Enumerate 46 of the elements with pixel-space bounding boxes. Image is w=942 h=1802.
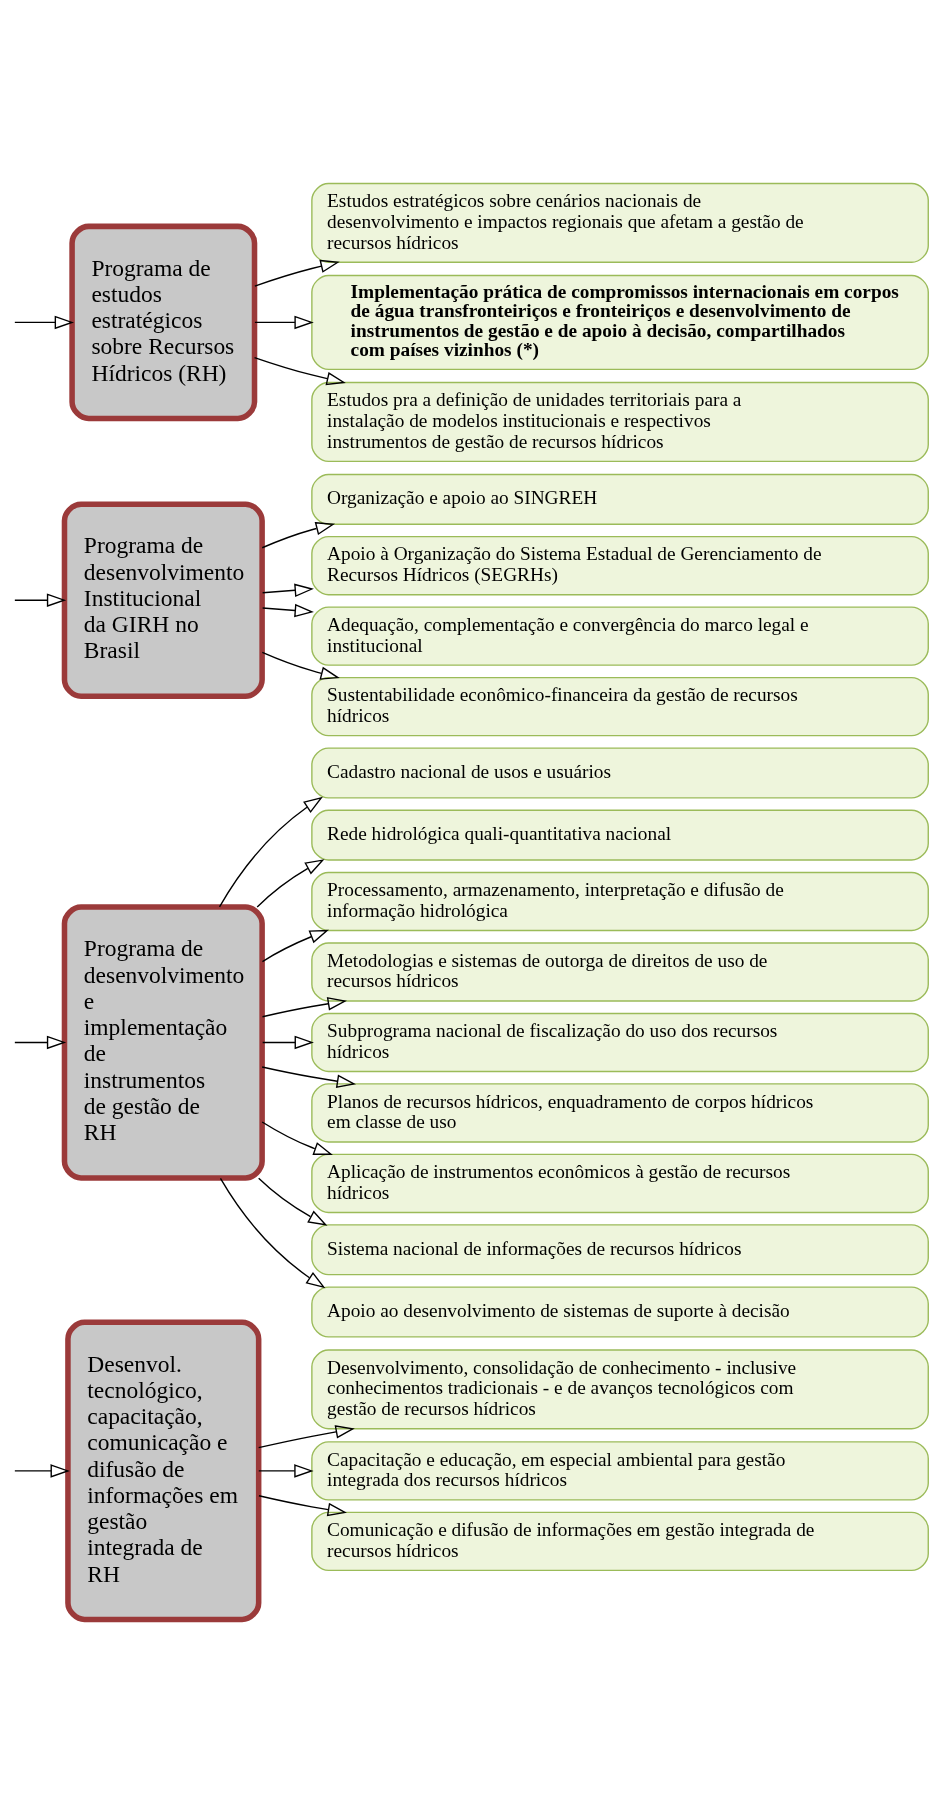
arrow bbox=[258, 1424, 355, 1448]
node-box: Estudos pra a definição de unidades territoriais para a instalação de modelos institucionais e respectivos instrumentos de gestão de recursos hídricos bbox=[311, 381, 929, 462]
node-box: Sustentabilidade econômico-financeira da gestão de recursos hídricos bbox=[311, 676, 929, 736]
node-box: Metodologias e sistemas de outorga de direitos de uso de recursos hídricos bbox=[311, 941, 929, 1002]
node-box: Programa de estudos estratégicos sobre Recursos Hídricos (RH) bbox=[69, 223, 258, 421]
node-box: Programa de desenvolvimento Institucional da GIRH no Brasil bbox=[61, 500, 265, 699]
node-box: Subprograma nacional de fiscalização do uso dos recursos hídricos bbox=[311, 1012, 929, 1072]
arrow bbox=[14, 1463, 70, 1478]
arrow bbox=[14, 315, 74, 329]
node-box: Desenvol. tecnológico, capacitação, comunicação e difusão de informações em gestão integrada de RH bbox=[65, 1319, 262, 1622]
node-box: Comunicação e difusão de informações em gestão integrada de recursos hídricos bbox=[311, 1511, 929, 1571]
node-box: Desenvolvimento, consolidação de conhecimento - inclusive conhecimentos tradicionais - e de avanços tecnológicos com gestão de recursos hídricos bbox=[311, 1348, 929, 1429]
arrow bbox=[256, 858, 325, 908]
node-box: Implementação prática de compromissos internacionais em corpos de água transfronteiriços e fronteiriços e desenvolvimento de instrumentos de gestão e de apoio à decisão, compartilhados com países vizinhos (*) bbox=[311, 274, 929, 370]
arrow bbox=[254, 259, 340, 287]
arrow bbox=[218, 796, 323, 908]
node-box: Cadastro nacional de usos e usuários bbox=[311, 746, 929, 799]
arrow bbox=[261, 603, 314, 617]
arrow bbox=[258, 1177, 328, 1226]
node-box: Planos de recursos hídricos, enquadramento de corpos hídricos em classe de uso bbox=[311, 1082, 929, 1143]
node-box: Capacitação e educação, em especial ambiental para gestão integrada dos recursos hídricos bbox=[311, 1440, 929, 1501]
arrow bbox=[253, 356, 346, 385]
arrow bbox=[14, 592, 67, 607]
arrow bbox=[254, 315, 314, 329]
arrow bbox=[261, 1065, 357, 1088]
arrow bbox=[261, 996, 347, 1017]
arrow bbox=[258, 1494, 347, 1516]
node-box: Sistema nacional de informações de recursos hídricos bbox=[311, 1223, 929, 1275]
node-box: Programa de desenvolvimento e implementação de instrumentos de gestão de RH bbox=[61, 903, 265, 1181]
node-box: Aplicação de instrumentos econômicos à gestão de recursos hídricos bbox=[311, 1153, 929, 1213]
node-box: Adequação, complementação e convergência do marco legal e institucional bbox=[311, 605, 929, 666]
node-box: Processamento, armazenamento, interpretação e difusão de informação hidrológica bbox=[311, 871, 929, 931]
arrow bbox=[14, 1035, 67, 1049]
node-box: Rede hidrológica quali-quantitativa nacional bbox=[311, 809, 929, 861]
arrow bbox=[261, 929, 330, 962]
arrow bbox=[261, 583, 314, 597]
node-box: Organização e apoio ao SINGREH bbox=[311, 473, 929, 525]
arrow bbox=[261, 521, 336, 548]
node-box: Estudos estratégicos sobre cenários nacionais de desenvolvimento e impactos regionais que afetam a gestão de recursos hídricos bbox=[311, 182, 929, 263]
node-box: Apoio ao desenvolvimento de sistemas de suporte à decisão bbox=[311, 1285, 929, 1338]
arrow bbox=[261, 1120, 333, 1155]
arrow bbox=[261, 651, 340, 680]
arrow bbox=[261, 1035, 314, 1049]
arrow bbox=[258, 1463, 314, 1478]
node-box: Apoio à Organização do Sistema Estadual de Gerenciamento de Recursos Hídricos (SEGRHs) bbox=[311, 535, 929, 595]
arrow bbox=[219, 1177, 326, 1288]
